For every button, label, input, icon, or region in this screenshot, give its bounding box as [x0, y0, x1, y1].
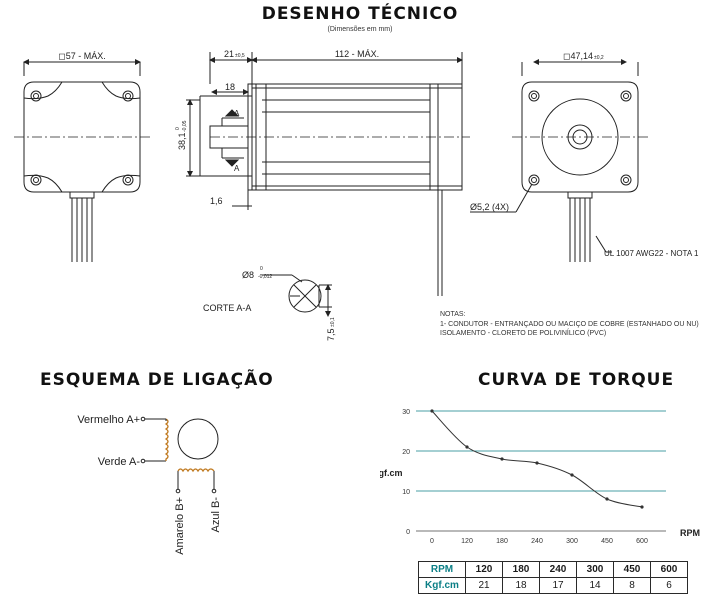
- flat-dim: 7,5 ±0,1: [326, 317, 336, 341]
- x-tick-label: 240: [531, 538, 543, 545]
- y-axis-label: Kgf.cm: [380, 468, 403, 478]
- holes-dim: Ø5,2 (4X): [470, 202, 509, 212]
- note-1: 1- CONDUTOR - ENTRANÇADO OU MACIÇO DE CO…: [440, 321, 699, 328]
- x-tick-label: 450: [601, 538, 613, 545]
- section-a-bottom: A: [234, 164, 240, 173]
- x-tick-label: 180: [496, 538, 508, 545]
- y-tick-label: 0: [406, 529, 410, 536]
- pilot-dim: 38,1 0 -0,05: [175, 120, 188, 150]
- label-a-minus: Verde A-: [98, 456, 141, 468]
- table-label-torque: Kgf.cm: [418, 577, 466, 594]
- technical-drawing: ◻57 - MÁX. 21±0,5 112 - MÁX. 18 A A 38,1: [14, 49, 699, 341]
- side-view: [186, 52, 470, 296]
- table-cell: 300: [576, 561, 614, 578]
- table-cell: 450: [613, 561, 651, 578]
- table-label-rpm: RPM: [418, 561, 466, 578]
- label-b-minus: Azul B-: [210, 497, 222, 533]
- section-view: [262, 274, 332, 317]
- cable-note: UL 1007 AWG22 - NOTA 1: [604, 249, 699, 258]
- data-point: [430, 409, 434, 413]
- data-point: [500, 457, 504, 461]
- svg-text:Ø8: Ø8: [242, 270, 254, 280]
- front-width-dim: ◻57 - MÁX.: [58, 51, 105, 61]
- wiring-title: ESQUEMA DE LIGAÇÃO: [40, 370, 274, 390]
- torque-chart: 0 10 20 30 0 120 180 240 300 450 600 Kgf.cm RPM: [380, 409, 700, 545]
- y-tick-label: 10: [402, 489, 410, 496]
- table-row-rpm: RPM 120 180 240 300 450 600: [418, 561, 688, 578]
- wiring-diagram: Vermelho A+ Verde A- Amarelo B+ Azul B-: [77, 414, 222, 555]
- flange-dim: 21±0,5: [224, 49, 245, 59]
- torque-curve: [431, 410, 643, 508]
- notes-title: NOTAS:: [440, 311, 466, 318]
- svg-text:7,5: 7,5: [326, 328, 336, 341]
- torque-table: RPM 120 180 240 300 450 600 Kgf.cm 21 18…: [418, 561, 688, 594]
- x-tick-label: 120: [461, 538, 473, 545]
- table-cell: 6: [650, 577, 688, 594]
- data-point: [465, 445, 469, 449]
- table-cell: 180: [502, 561, 540, 578]
- table-cell: 8: [613, 577, 651, 594]
- x-tick-label: 600: [636, 538, 648, 545]
- drawing-title: DESENHO TÉCNICO: [261, 4, 459, 24]
- table-cell: 21: [465, 577, 503, 594]
- svg-text:0: 0: [260, 266, 263, 272]
- label-a-plus: Vermelho A+: [77, 414, 140, 426]
- front-view: [14, 59, 150, 262]
- svg-text:-0,05: -0,05: [182, 120, 188, 132]
- x-tick-label: 300: [566, 538, 578, 545]
- x-tick-label: 0: [430, 538, 434, 545]
- table-row-torque: Kgf.cm 21 18 17 14 8 6: [418, 577, 688, 594]
- svg-text:38,1: 38,1: [177, 132, 187, 150]
- table-cell: 18: [502, 577, 540, 594]
- y-tick-label: 30: [402, 409, 410, 416]
- body-length-dim: 112 - MÁX.: [335, 49, 379, 59]
- note-2: ISOLAMENTO - CLORETO DE POLIVINÍLICO (PV…: [440, 328, 606, 337]
- table-cell: 14: [576, 577, 614, 594]
- svg-text:-0,012: -0,012: [258, 274, 272, 280]
- rear-view: [470, 59, 648, 262]
- dim-1-6: 1,6: [210, 196, 223, 206]
- dim-18: 18: [225, 82, 235, 92]
- data-point: [535, 461, 539, 465]
- table-cell: 240: [539, 561, 577, 578]
- chart-title: CURVA DE TORQUE: [478, 370, 675, 390]
- y-tick-label: 20: [402, 449, 410, 456]
- data-point: [640, 505, 644, 509]
- svg-text:0: 0: [175, 127, 181, 130]
- shaft-dim: Ø8 0 -0,012: [242, 266, 272, 280]
- table-cell: 600: [650, 561, 688, 578]
- x-axis-label: RPM: [680, 528, 700, 538]
- table-cell: 17: [539, 577, 577, 594]
- section-a-top: A: [234, 109, 240, 118]
- drawing-subtitle: (Dimensões em mm): [327, 26, 393, 33]
- data-point: [570, 473, 574, 477]
- section-label: CORTE A-A: [203, 303, 251, 313]
- svg-text:±0,1: ±0,1: [330, 317, 336, 327]
- table-cell: 120: [465, 561, 503, 578]
- data-point: [605, 497, 609, 501]
- label-b-plus: Amarelo B+: [174, 497, 186, 555]
- rear-width-dim: ◻47,14±0,2: [563, 51, 604, 61]
